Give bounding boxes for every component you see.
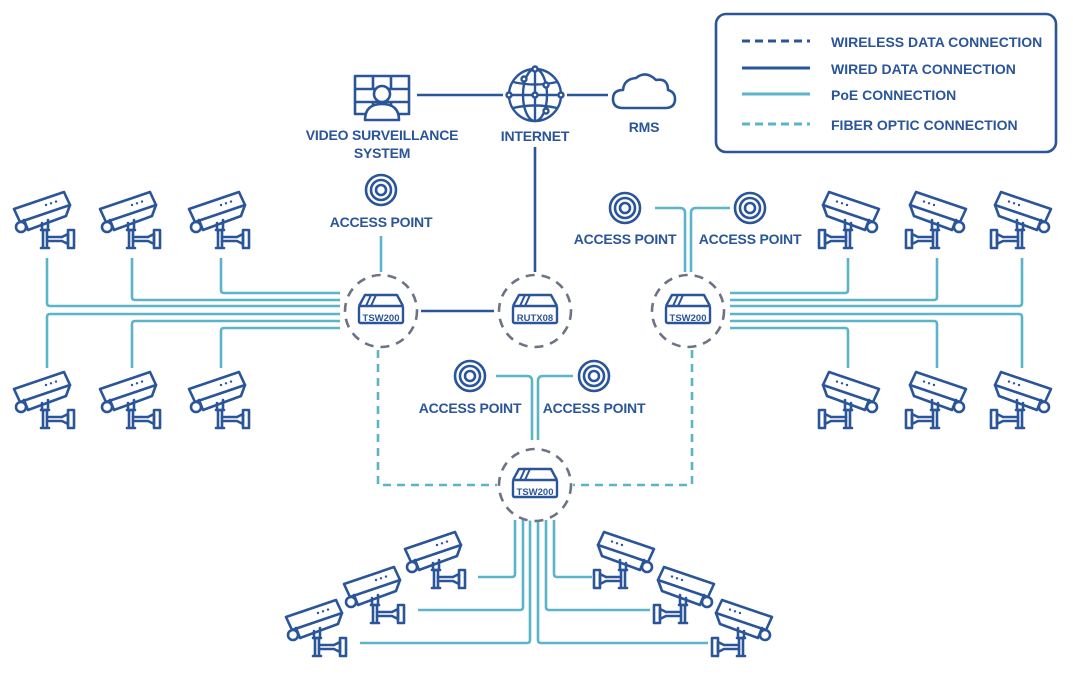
poe-cam-left-5 xyxy=(130,319,340,368)
fiber-connections xyxy=(376,350,694,487)
switch-label: TSW200 xyxy=(670,313,707,324)
camera-icon[interactable] xyxy=(12,370,76,430)
camera-icon[interactable] xyxy=(819,192,879,248)
poe-cam-right-5 xyxy=(730,319,939,368)
poe-cam-bottom-5 xyxy=(544,520,650,612)
camera-icon[interactable] xyxy=(991,192,1051,248)
poe-cam-bottom-4 xyxy=(552,520,592,579)
cloud-icon xyxy=(611,73,677,110)
legend-box xyxy=(714,12,1058,154)
access-point-icon xyxy=(364,173,398,207)
switch-label: TSW200 xyxy=(517,487,554,498)
access-point-label: ACCESS POINT xyxy=(699,231,802,247)
access-point-label: ACCESS POINT xyxy=(543,400,646,416)
poe-cam-right-3 xyxy=(730,258,1024,308)
access-point-right-2[interactable]: ACCESS POINT xyxy=(699,191,802,247)
poe-cam-bottom-6 xyxy=(536,520,708,645)
legend-label-poe: PoE CONNECTION xyxy=(831,87,956,103)
poe-cam-bottom-3 xyxy=(478,520,517,579)
camera-icon[interactable] xyxy=(98,370,162,430)
switch-label: TSW200 xyxy=(363,313,400,324)
poe-cam-right-4 xyxy=(730,326,850,368)
legend: WIRELESS DATA CONNECTION WIRED DATA CONN… xyxy=(714,12,1058,154)
camera-group-left xyxy=(12,190,251,430)
camera-icon[interactable] xyxy=(819,372,879,428)
camera-icon[interactable] xyxy=(594,532,654,588)
poe-cam-left-1 xyxy=(45,258,340,308)
camera-group-right xyxy=(819,192,1051,428)
rms-label: RMS xyxy=(629,119,660,135)
switch-bottom-node[interactable]: TSW200 xyxy=(497,447,573,523)
access-point-icon xyxy=(453,359,487,393)
legend-label-wireless: WIRELESS DATA CONNECTION xyxy=(831,34,1042,50)
poe-ap-bottom-2 xyxy=(536,374,573,440)
rms-node[interactable]: RMS xyxy=(611,73,677,135)
access-point-icon xyxy=(577,359,611,393)
fiber-left-bottom xyxy=(376,350,497,487)
video-surveillance-label-line1: VIDEO SURVEILLANCE xyxy=(306,127,459,143)
camera-icon[interactable] xyxy=(187,190,251,250)
camera-icon[interactable] xyxy=(187,370,251,430)
access-point-bottom-1[interactable]: ACCESS POINT xyxy=(419,359,522,416)
access-point-left[interactable]: ACCESS POINT xyxy=(330,173,433,230)
camera-icon[interactable] xyxy=(98,190,162,250)
camera-icon[interactable] xyxy=(906,372,966,428)
camera-icon[interactable] xyxy=(403,530,467,590)
poe-cam-left-4 xyxy=(45,312,340,368)
access-point-bottom-2[interactable]: ACCESS POINT xyxy=(543,359,646,416)
legend-label-fiber: FIBER OPTIC CONNECTION xyxy=(831,117,1018,133)
poe-cam-left-3 xyxy=(219,258,340,295)
poe-cam-bottom-1 xyxy=(360,520,532,645)
fiber-right-bottom xyxy=(573,350,694,487)
access-point-right-1[interactable]: ACCESS POINT xyxy=(574,191,677,247)
poe-cam-left-2 xyxy=(130,258,340,302)
camera-icon[interactable] xyxy=(342,565,406,625)
access-point-icon xyxy=(733,191,767,225)
camera-icon[interactable] xyxy=(906,192,966,248)
camera-icon[interactable] xyxy=(654,567,714,623)
video-surveillance-system-icon xyxy=(353,74,411,122)
router-node[interactable]: RUTX08 xyxy=(497,273,573,349)
internet-label: INTERNET xyxy=(501,128,570,144)
poe-cam-left-6 xyxy=(219,326,340,368)
poe-cam-bottom-2 xyxy=(418,520,525,612)
access-point-label: ACCESS POINT xyxy=(419,400,522,416)
switch-left-node[interactable]: TSW200 xyxy=(343,273,419,349)
router-label: RUTX08 xyxy=(517,313,553,324)
switch-right-node[interactable]: TSW200 xyxy=(650,273,726,349)
camera-icon[interactable] xyxy=(12,190,76,250)
camera-icon[interactable] xyxy=(284,598,348,658)
legend-label-wired: WIRED DATA CONNECTION xyxy=(831,61,1016,77)
poe-cam-right-2 xyxy=(730,258,939,302)
poe-ap-bottom-1 xyxy=(496,374,534,440)
access-point-icon xyxy=(608,191,642,225)
camera-icon[interactable] xyxy=(712,600,772,656)
wired-connections xyxy=(417,93,608,313)
video-surveillance-label-line2: SYSTEM xyxy=(354,145,410,161)
internet-node[interactable]: INTERNET xyxy=(501,65,570,145)
poe-cam-right-6 xyxy=(730,312,1024,368)
poe-ap-right-1 xyxy=(655,206,687,272)
poe-connections xyxy=(45,206,1024,645)
video-surveillance-system-node[interactable]: VIDEO SURVEILLANCE SYSTEM xyxy=(306,74,459,161)
poe-ap-right-2 xyxy=(689,206,730,272)
poe-cam-right-1 xyxy=(730,258,850,295)
camera-icon[interactable] xyxy=(991,372,1051,428)
access-point-label: ACCESS POINT xyxy=(574,231,677,247)
access-point-label: ACCESS POINT xyxy=(330,214,433,230)
globe-icon xyxy=(505,65,565,123)
